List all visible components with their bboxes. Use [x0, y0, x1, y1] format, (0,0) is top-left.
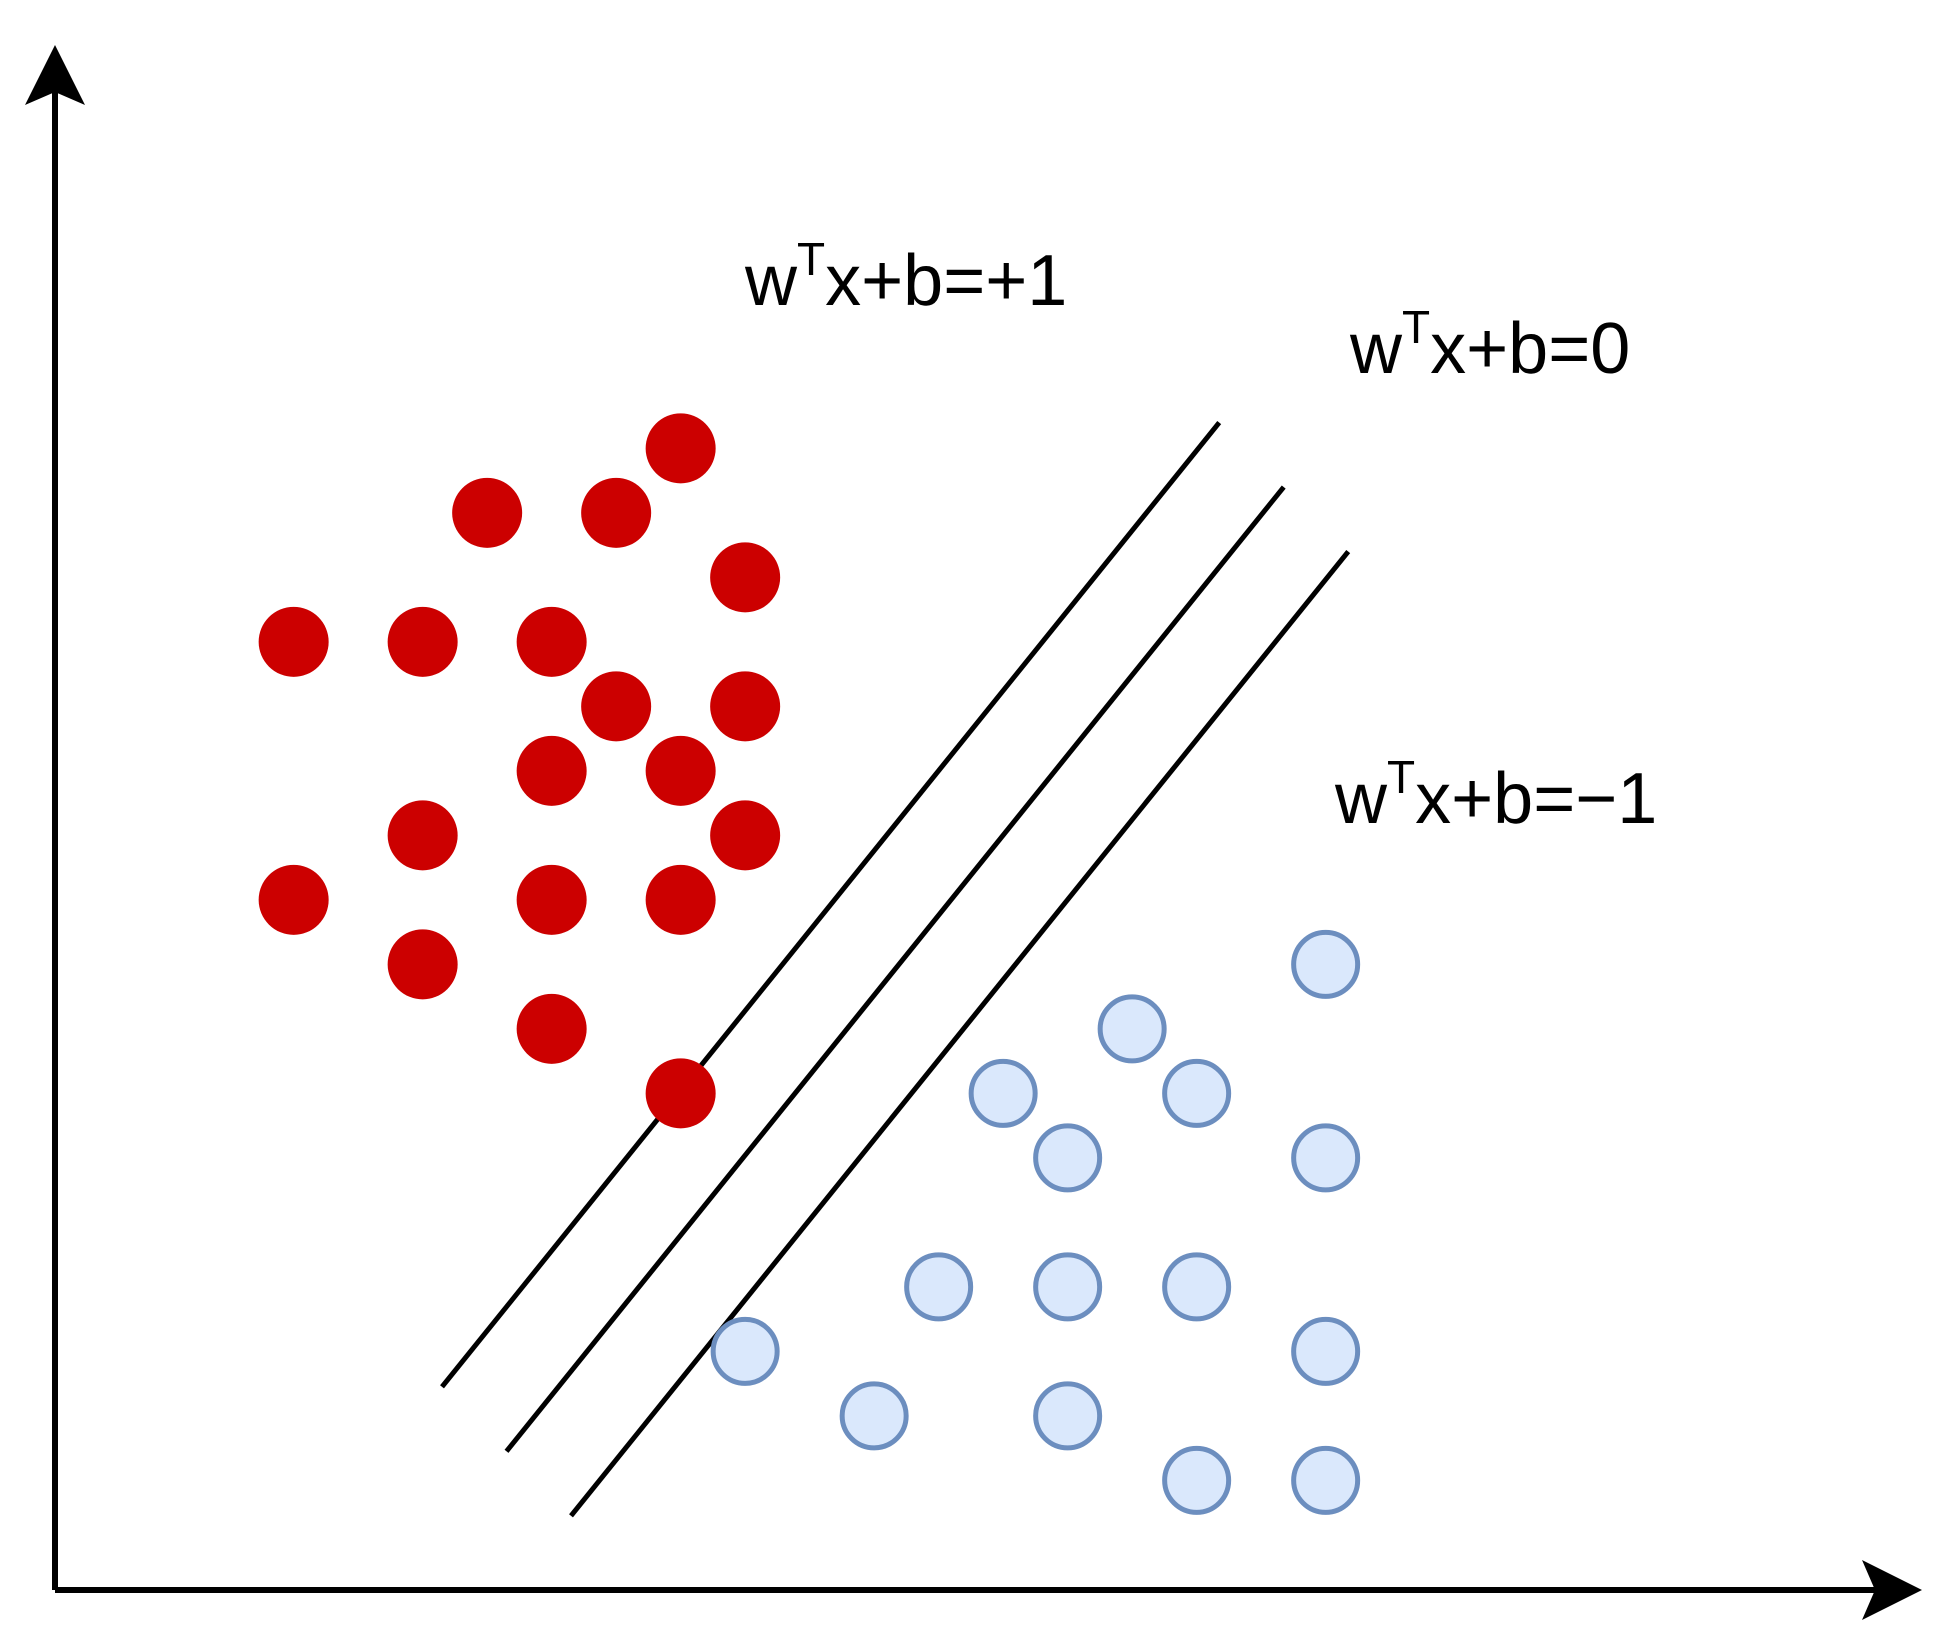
negative-point — [710, 1316, 780, 1386]
negative-point — [968, 1058, 1038, 1128]
minus-margin-label: wTx+b=−1 — [1334, 751, 1657, 839]
hyperplane-line — [504, 485, 1286, 1453]
positive-point — [452, 477, 523, 548]
negative-point — [1033, 1381, 1103, 1451]
positive-point — [581, 671, 652, 742]
positive-point — [516, 735, 587, 806]
positive-point — [710, 542, 781, 613]
positive-point — [387, 606, 458, 677]
negative-point — [1162, 1445, 1232, 1515]
positive-point — [645, 864, 716, 935]
plus-margin-line — [440, 420, 1222, 1389]
plus-margin-label: wTx+b=+1 — [744, 233, 1067, 321]
positive-point — [387, 800, 458, 871]
negative-point — [1291, 1445, 1361, 1515]
positive-point — [258, 606, 329, 677]
negative-point — [1291, 929, 1361, 999]
positive-point — [387, 929, 458, 1000]
positive-point — [516, 864, 587, 935]
negative-point — [1291, 1316, 1361, 1386]
positive-point — [581, 477, 652, 548]
decision-lines — [440, 420, 1351, 1518]
positive-point — [516, 606, 587, 677]
negative-point — [904, 1252, 974, 1322]
negative-point — [1162, 1252, 1232, 1322]
positive-point — [258, 864, 329, 935]
y-axis-arrow-icon — [25, 45, 85, 105]
negative-point — [1033, 1252, 1103, 1322]
axes — [25, 45, 1922, 1620]
equation-labels: wTx+b=+1 wTx+b=0 wTx+b=−1 — [744, 233, 1657, 839]
positive-point — [645, 735, 716, 806]
hyperplane-label: wTx+b=0 — [1349, 301, 1630, 389]
negative-point — [1097, 994, 1167, 1064]
positive-point — [645, 1058, 716, 1129]
positive-point — [645, 413, 716, 484]
negative-point — [1033, 1123, 1103, 1193]
positive-point — [710, 800, 781, 871]
negative-point — [1162, 1058, 1232, 1128]
negative-point — [1291, 1123, 1361, 1193]
x-axis-arrow-icon — [1862, 1560, 1922, 1620]
positive-point — [516, 993, 587, 1064]
negative-point — [839, 1381, 909, 1451]
data-points — [258, 413, 1361, 1515]
positive-point — [710, 671, 781, 742]
minus-margin-line — [569, 549, 1351, 1518]
